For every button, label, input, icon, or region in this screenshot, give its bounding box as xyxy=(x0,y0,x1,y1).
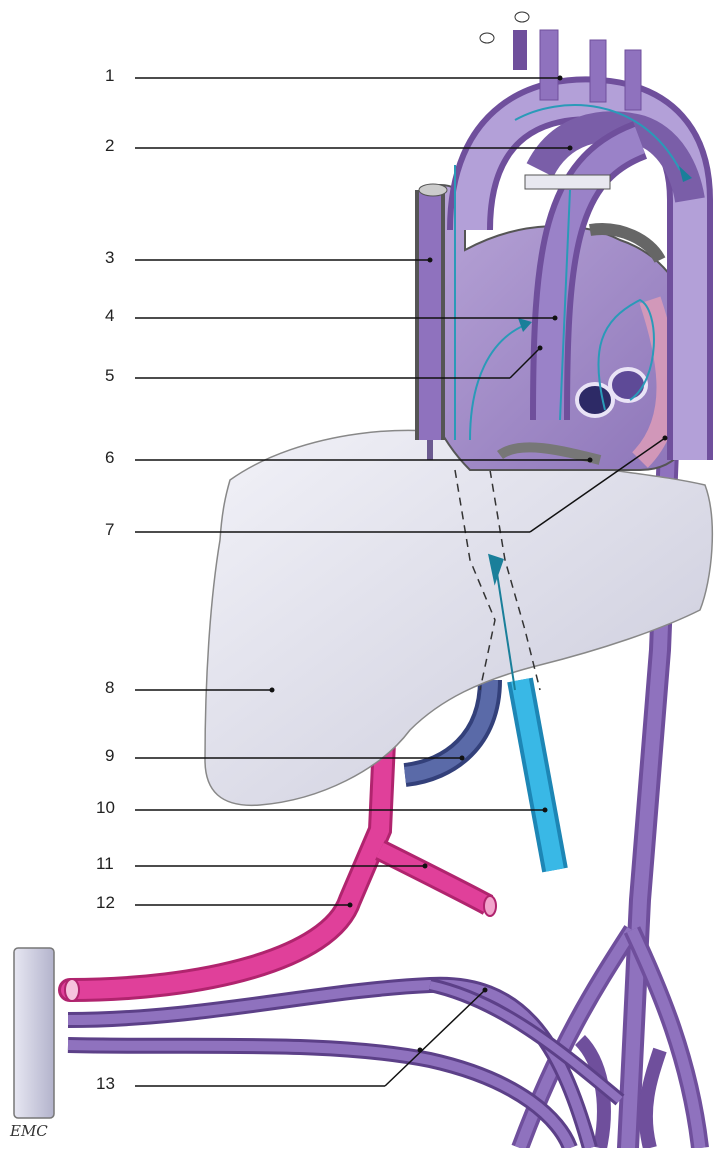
inferior-vena-cava xyxy=(419,184,447,440)
label-2: 2 xyxy=(105,136,114,156)
label-11: 11 xyxy=(96,854,114,874)
ductus-venosus xyxy=(520,680,555,870)
credit-mark: EMC xyxy=(10,1122,48,1140)
label-1: 1 xyxy=(105,66,114,86)
label-12: 12 xyxy=(96,893,115,913)
label-4: 4 xyxy=(105,306,114,326)
label-8: 8 xyxy=(105,678,114,698)
label-7: 7 xyxy=(105,520,114,540)
label-5: 5 xyxy=(105,366,114,386)
label-3: 3 xyxy=(105,248,114,268)
label-9: 9 xyxy=(105,746,114,766)
label-10: 10 xyxy=(96,798,115,818)
placenta xyxy=(14,948,54,1118)
label-6: 6 xyxy=(105,448,114,468)
label-13: 13 xyxy=(96,1074,115,1094)
